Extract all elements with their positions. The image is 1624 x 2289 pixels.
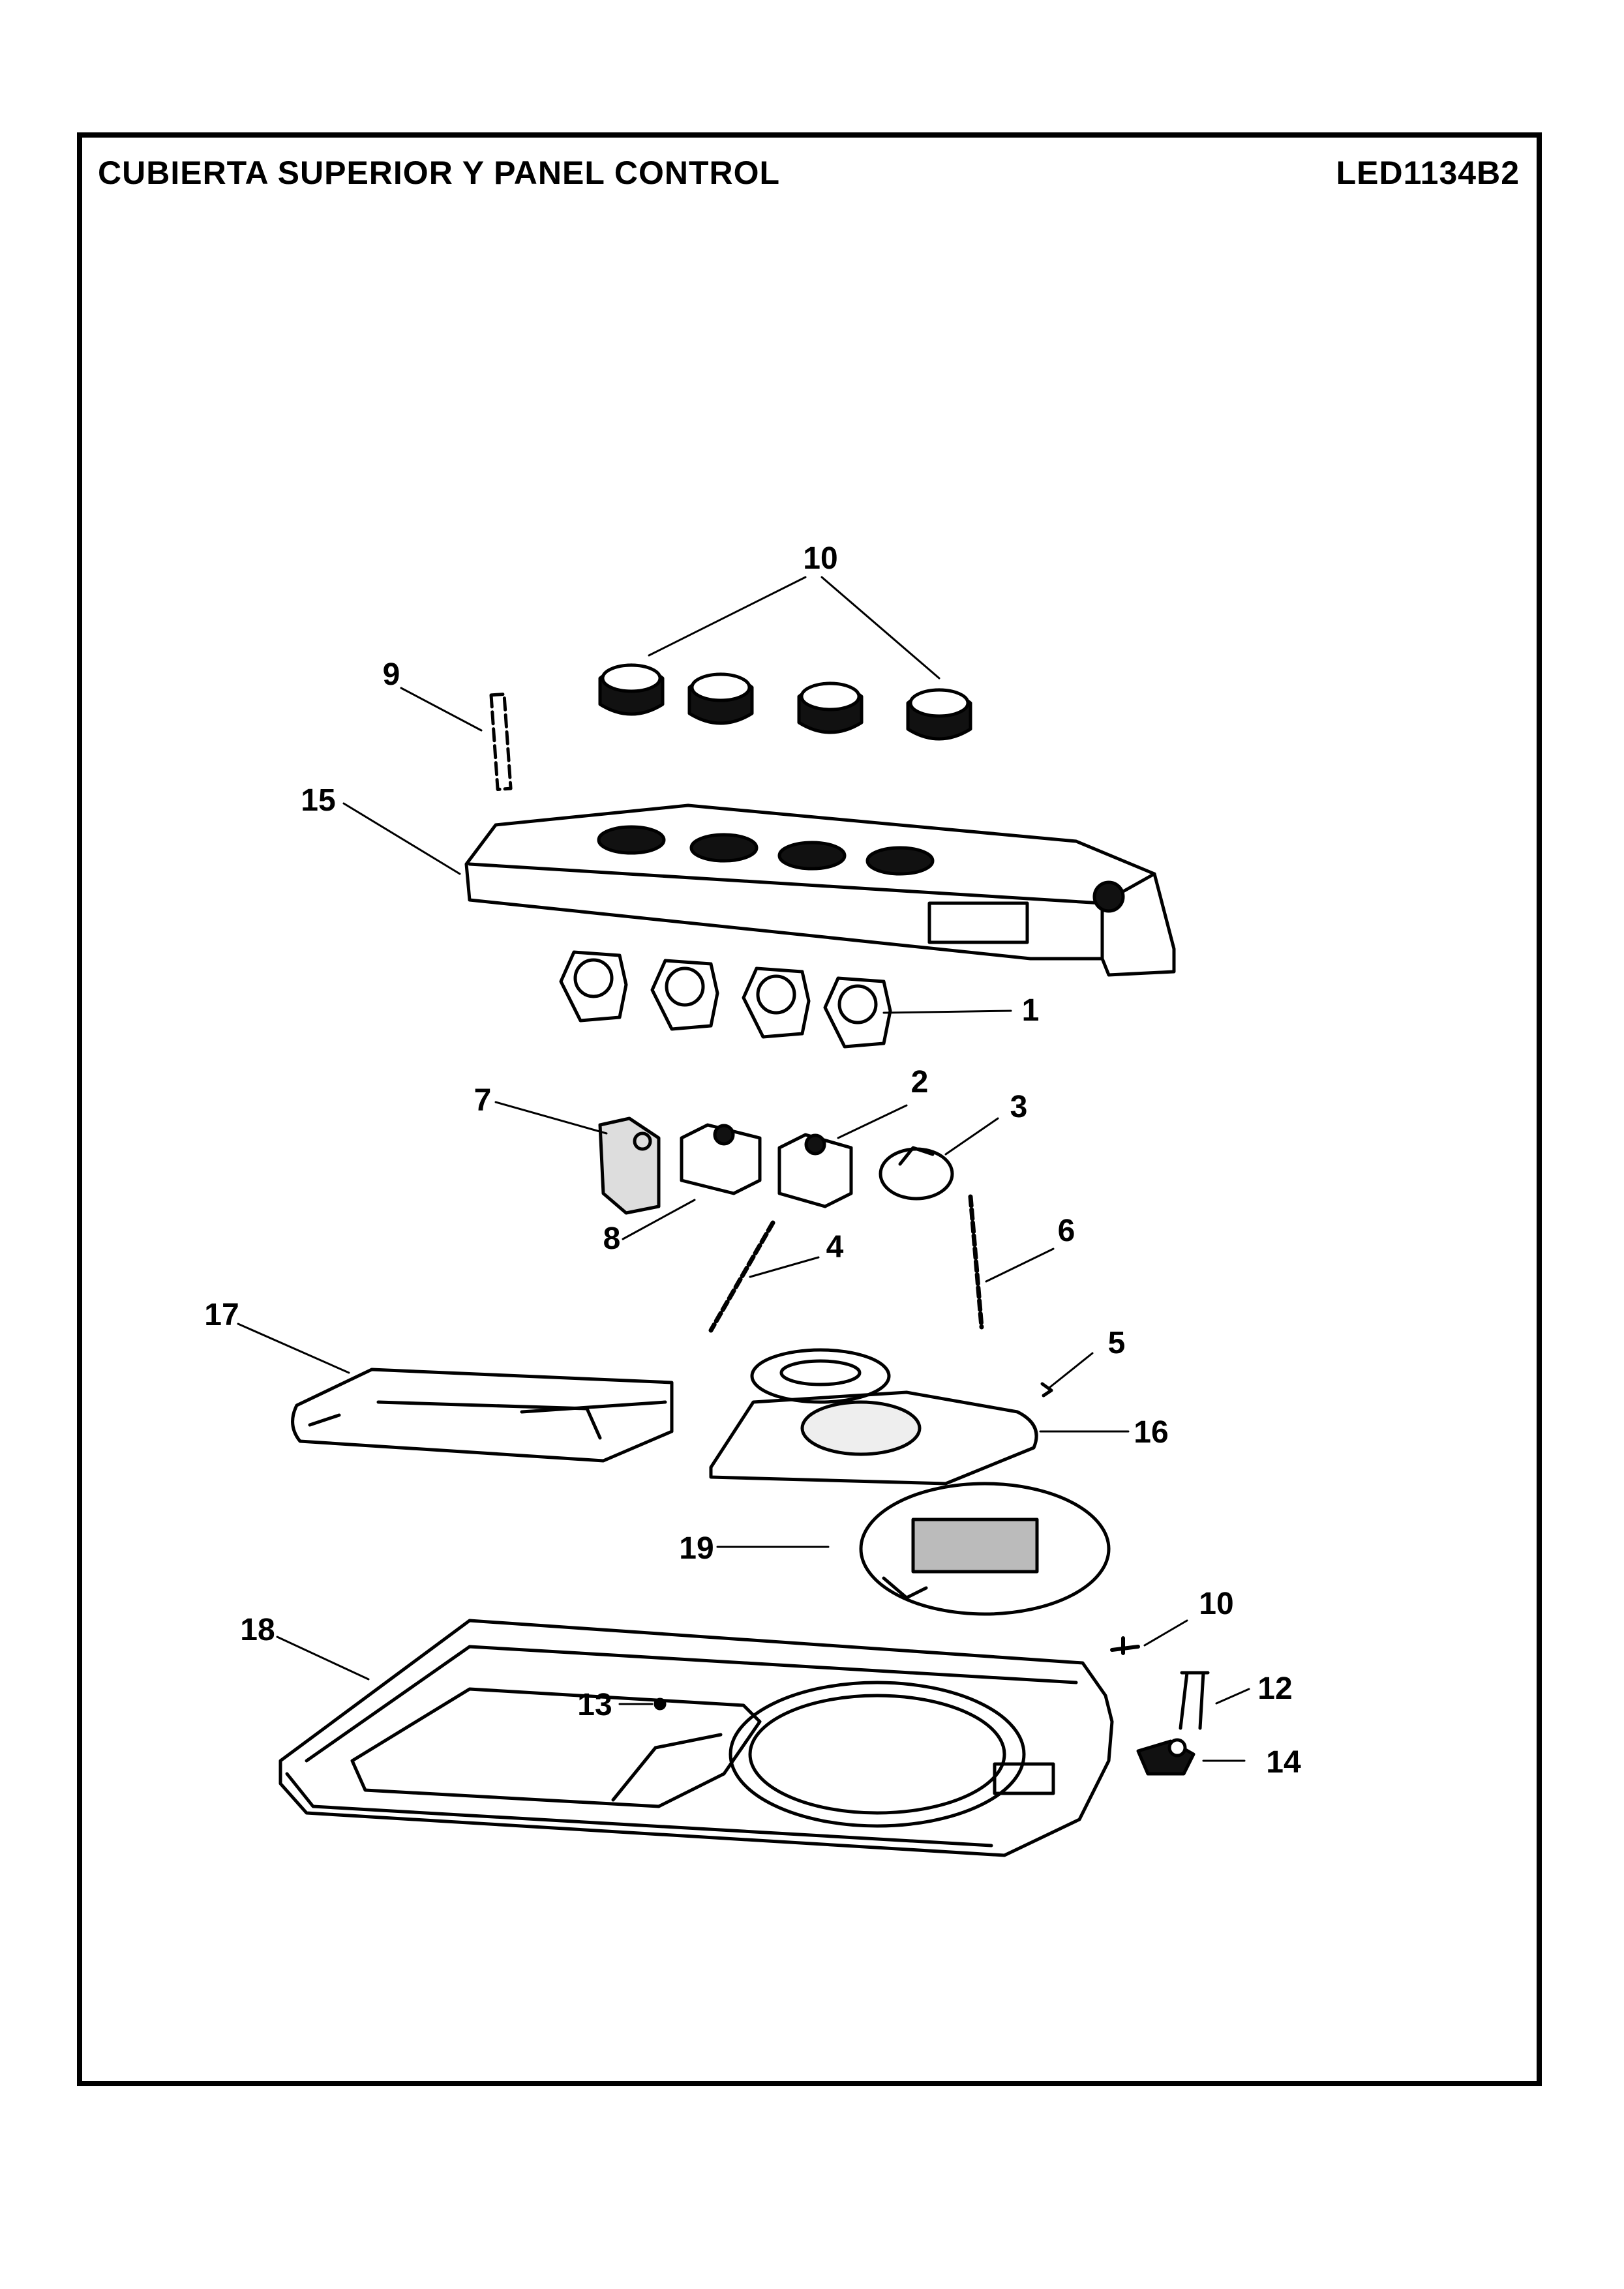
callout-5: 5	[1108, 1326, 1126, 1360]
callout-1: 1	[1022, 993, 1040, 1028]
callout-12: 12	[1257, 1671, 1292, 1706]
callout-2: 2	[911, 1065, 929, 1100]
callout-15: 15	[301, 783, 335, 818]
knob-1	[598, 663, 665, 716]
diagram-frame	[77, 132, 1542, 2086]
callout-18: 18	[240, 1613, 275, 1647]
knob-4	[906, 688, 972, 741]
switch-part-8	[680, 1123, 762, 1195]
callout-10-right: 10	[1199, 1587, 1233, 1621]
knob-part-14	[1136, 1738, 1195, 1776]
callout-14: 14	[1266, 1745, 1301, 1780]
screw-part-5	[1040, 1382, 1053, 1398]
knob-3	[797, 681, 864, 734]
top-frame-part-18	[278, 1619, 1114, 1857]
rod-part-9	[489, 692, 513, 792]
leader-lines	[237, 576, 1250, 1762]
switch-brackets	[559, 950, 892, 1049]
wire-part-6	[968, 1194, 984, 1330]
callout-labels: 10 9 15 1 7 2 3 8 4 6 17 5 16 19 10 18 1…	[204, 541, 1301, 1780]
callout-19: 19	[679, 1531, 714, 1566]
callout-3: 3	[1010, 1090, 1028, 1124]
selector-part-3	[879, 1146, 954, 1201]
switch-part-7	[598, 1116, 661, 1215]
control-knobs	[598, 663, 972, 741]
lid-part-17	[291, 1368, 674, 1463]
page-title: CUBIERTA SUPERIOR Y PANEL CONTROL	[98, 155, 781, 191]
round-cover-part-19	[859, 1482, 1111, 1616]
callout-7: 7	[474, 1083, 492, 1118]
callout-4: 4	[826, 1230, 844, 1264]
callout-13: 13	[577, 1688, 612, 1722]
callout-8: 8	[603, 1221, 621, 1256]
callout-17: 17	[204, 1298, 239, 1332]
model-number: LED1134B2	[1336, 155, 1520, 191]
spin-cover-part-16	[709, 1348, 1038, 1486]
callout-9: 9	[383, 657, 400, 692]
control-panel-housing	[464, 803, 1176, 977]
fastener-part-10	[1110, 1636, 1140, 1655]
hose-part-12	[1179, 1671, 1210, 1730]
callout-10-top: 10	[803, 541, 837, 576]
clip-part-13	[654, 1698, 667, 1711]
timer-part-2	[777, 1133, 853, 1208]
callout-16: 16	[1134, 1415, 1168, 1450]
knob-2	[687, 672, 754, 725]
callout-6: 6	[1058, 1214, 1075, 1248]
wire-part-4	[708, 1220, 775, 1333]
